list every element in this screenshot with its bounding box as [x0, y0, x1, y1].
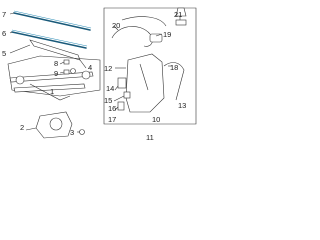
reservoir-box — [103, 7, 197, 125]
callout-12: 12 — [104, 64, 112, 73]
callout-11: 11 — [146, 133, 154, 142]
callout-7: 7 — [2, 10, 6, 19]
wiper-linkage — [9, 70, 94, 101]
nozzle — [175, 7, 187, 26]
washer-tank — [125, 53, 165, 113]
callout-13: 13 — [178, 101, 186, 110]
callout-14: 14 — [106, 84, 114, 93]
motor-bolt — [79, 129, 85, 135]
wiper-blade-upper — [13, 10, 92, 31]
callout-18: 18 — [170, 63, 178, 72]
side-hose — [163, 62, 185, 101]
callout-20: 20 — [112, 21, 120, 30]
linkage-box — [7, 55, 101, 97]
callout-19: 19 — [163, 30, 171, 39]
leader-lines — [9, 12, 181, 133]
reservoir-cap — [149, 33, 163, 43]
callout-9: 9 — [54, 69, 58, 78]
callout-labels: 7 6 5 8 9 4 1 2 3 20 19 21 18 12 14 15 1… — [2, 10, 186, 142]
callout-17: 17 — [108, 115, 116, 124]
pivot-cap — [63, 69, 70, 75]
callout-1: 1 — [50, 87, 54, 96]
callout-6: 6 — [2, 29, 6, 38]
grommet — [117, 101, 125, 111]
callout-3: 3 — [70, 128, 74, 137]
level-sensor — [123, 91, 131, 99]
wiper-motor — [25, 111, 73, 139]
callout-8: 8 — [54, 59, 58, 68]
callout-2: 2 — [20, 123, 24, 132]
callout-4: 4 — [88, 63, 92, 72]
wiper-blade-lower — [11, 29, 88, 49]
callout-15: 15 — [104, 96, 112, 105]
callout-16: 16 — [108, 104, 116, 113]
parts-diagram: 7 6 5 8 9 4 1 2 3 20 19 21 18 12 14 15 1… — [2, 7, 197, 142]
callout-21: 21 — [174, 10, 182, 19]
clip-small — [70, 68, 76, 74]
callout-5: 5 — [2, 49, 6, 58]
washer-pump — [117, 77, 127, 89]
callout-10: 10 — [152, 115, 160, 124]
pivot-nut-upper — [63, 59, 70, 65]
